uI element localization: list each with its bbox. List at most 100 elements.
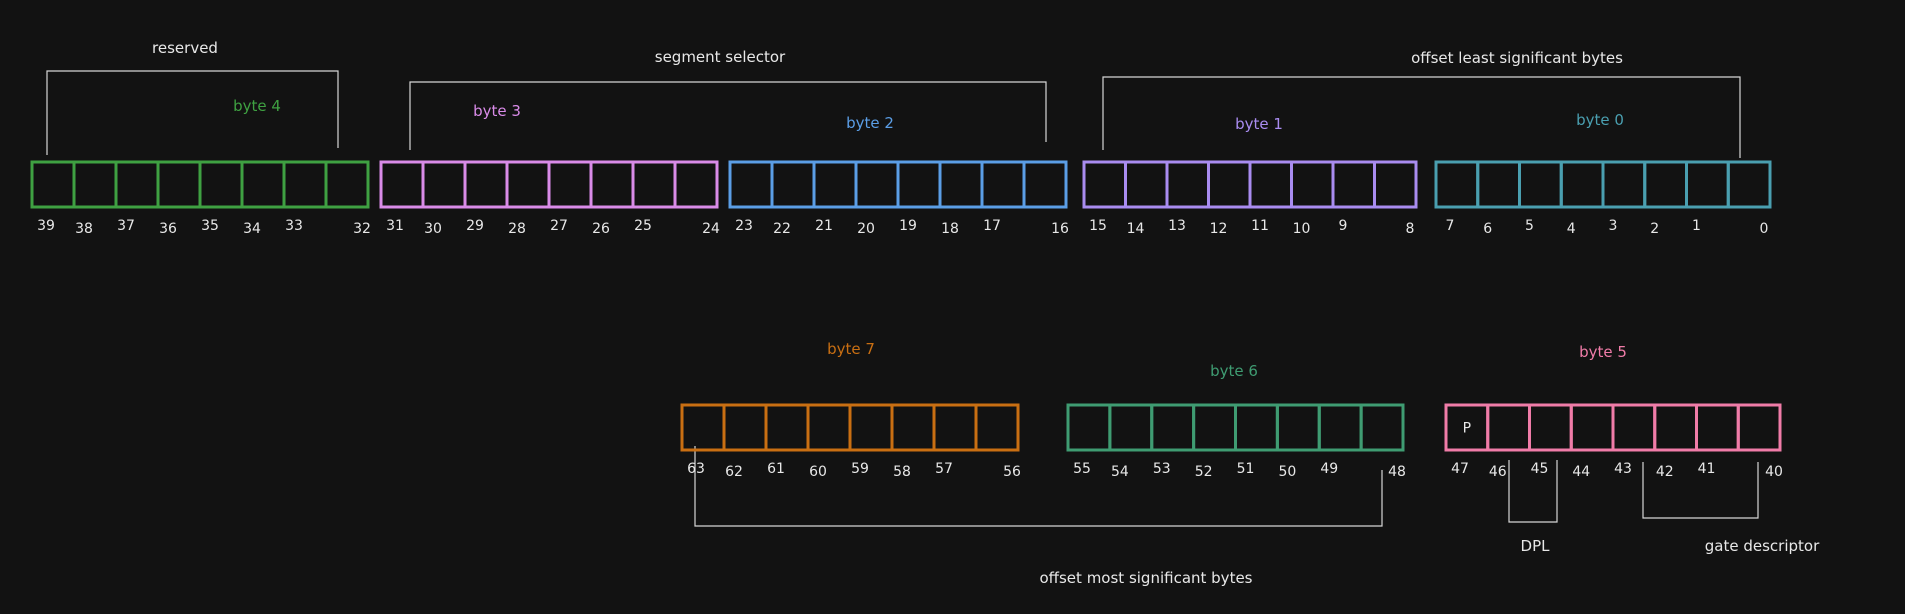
bit-cell-23	[728, 160, 774, 209]
bit-cell-11	[1248, 160, 1293, 209]
bit-cell-14	[1124, 160, 1169, 209]
bit-cell-36	[156, 160, 202, 209]
bit-number-22: 22	[773, 221, 791, 237]
gate-descriptor-bracket	[1642, 462, 1759, 519]
bit-number-21: 21	[815, 218, 833, 234]
bit-number-31: 31	[386, 218, 404, 234]
bit-cell-7	[1434, 160, 1480, 209]
bit-cell-57	[932, 403, 978, 452]
bit-cell-26	[589, 160, 635, 209]
bit-number-55: 55	[1073, 461, 1091, 477]
bit-cell-49	[1317, 403, 1363, 452]
byte-1-label: byte 1	[1235, 115, 1283, 133]
bit-number-41: 41	[1698, 461, 1716, 477]
byte-2-label: byte 2	[846, 114, 894, 132]
bit-cell-28	[505, 160, 551, 209]
bit-number-19: 19	[899, 218, 917, 234]
bit-cell-50	[1275, 403, 1321, 452]
bit-number-37: 37	[117, 218, 135, 234]
bit-number-25: 25	[634, 218, 652, 234]
bit-cell-4	[1559, 160, 1605, 209]
bit-cell-45	[1528, 403, 1573, 452]
bit-number-14: 14	[1127, 221, 1145, 237]
bit-number-5: 5	[1525, 218, 1534, 234]
bit-cell-10	[1290, 160, 1335, 209]
bit-number-30: 30	[424, 221, 442, 237]
bit-cell-32	[324, 160, 370, 209]
bit-number-18: 18	[941, 221, 959, 237]
offset-least-label: offset least significant bytes	[1411, 49, 1623, 67]
reserved-label: reserved	[152, 39, 218, 57]
bit-cell-25	[631, 160, 677, 209]
bit-cell-20	[854, 160, 900, 209]
bit-number-38: 38	[75, 221, 93, 237]
bit-cell-13	[1165, 160, 1210, 209]
bit-cell-30	[421, 160, 467, 209]
bit-cell-46	[1486, 403, 1531, 452]
bit-cell-22	[770, 160, 816, 209]
bit-number-23: 23	[735, 218, 753, 234]
bit-cell-33	[282, 160, 328, 209]
bit-cell-0	[1726, 160, 1772, 209]
bit-cell-38	[72, 160, 118, 209]
bit-number-13: 13	[1168, 218, 1186, 234]
bit-cell-24	[673, 160, 719, 209]
segment-selector-label: segment selector	[655, 48, 786, 66]
reserved-bracket	[46, 70, 339, 155]
bit-number-50: 50	[1278, 464, 1296, 480]
bit-cell-27	[547, 160, 593, 209]
bit-cell-21	[812, 160, 858, 209]
bit-number-2: 2	[1650, 221, 1659, 237]
offset-least-bracket	[1102, 76, 1741, 158]
bit-cell-8	[1373, 160, 1418, 209]
bit-cell-60	[806, 403, 852, 452]
bit-cell-53	[1150, 403, 1196, 452]
bit-cell-17	[980, 160, 1026, 209]
bit-cell-2	[1643, 160, 1688, 209]
bit-number-51: 51	[1237, 461, 1255, 477]
bit-number-63: 63	[687, 461, 705, 477]
bit-cell-12	[1207, 160, 1252, 209]
bit-cell-15	[1082, 160, 1127, 209]
bit-cell-55	[1066, 403, 1112, 452]
bit-number-56: 56	[1003, 464, 1021, 480]
byte-3-label: byte 3	[473, 102, 521, 120]
bit-number-17: 17	[983, 218, 1001, 234]
bit-cell-48	[1359, 403, 1405, 452]
bit-cell-44	[1569, 403, 1615, 452]
offset-most-label: offset most significant bytes	[1039, 569, 1252, 587]
bit-cell-3	[1601, 160, 1647, 209]
bit-cell-1	[1685, 160, 1730, 209]
bit-number-61: 61	[767, 461, 785, 477]
bit-number-4: 4	[1567, 221, 1576, 237]
bit-number-20: 20	[857, 221, 875, 237]
bit-number-49: 49	[1320, 461, 1338, 477]
bit-cell-text-47: P	[1463, 421, 1471, 437]
byte-7-label: byte 7	[827, 340, 875, 358]
segment-selector-bracket	[409, 81, 1047, 150]
bit-number-11: 11	[1251, 218, 1269, 234]
bit-cell-37	[114, 160, 160, 209]
bit-number-32: 32	[353, 221, 371, 237]
bit-cell-39	[30, 160, 76, 209]
bit-number-43: 43	[1614, 461, 1632, 477]
bit-cell-43	[1611, 403, 1657, 452]
bit-cell-52	[1192, 403, 1237, 452]
bit-cell-19	[896, 160, 942, 209]
bit-cell-5	[1518, 160, 1563, 209]
bit-cell-31	[379, 160, 425, 209]
bit-number-35: 35	[201, 218, 219, 234]
bit-number-46: 46	[1489, 464, 1507, 480]
bit-number-48: 48	[1388, 464, 1406, 480]
bit-number-7: 7	[1446, 218, 1455, 234]
bit-cell-29	[463, 160, 509, 209]
bit-number-36: 36	[159, 221, 177, 237]
bit-number-8: 8	[1406, 221, 1415, 237]
bit-number-52: 52	[1195, 464, 1213, 480]
bit-number-45: 45	[1531, 461, 1549, 477]
